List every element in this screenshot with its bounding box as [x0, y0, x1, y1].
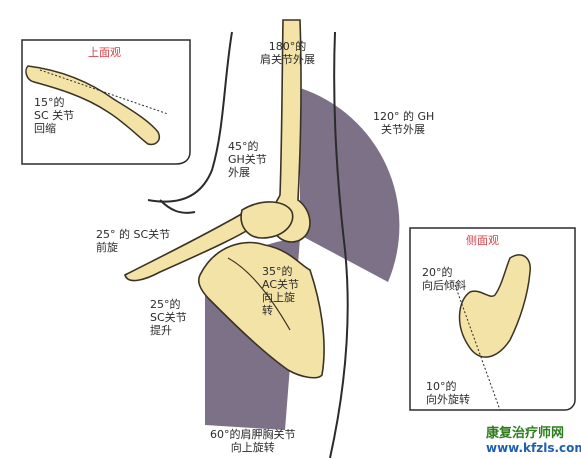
gh-abduction-120-label: 120° 的 GH 关节外展 — [373, 110, 435, 136]
humerus-bone — [271, 19, 311, 243]
neck-contour — [329, 31, 349, 458]
side-view-title: 侧面观 — [466, 234, 499, 247]
watermark: 康复治疗师网 www.kfzls.com — [486, 426, 581, 455]
scapulothoracic-rotation-label: 60°的肩胛胸关节 向上旋转 — [210, 428, 296, 454]
side-view-bone — [458, 254, 531, 358]
shoulder-abduction-180-label: 180°的 肩关节外展 — [260, 40, 315, 66]
scapula-bone — [197, 241, 325, 379]
top-view-reference-line — [39, 69, 169, 115]
sc-retraction-label: 15°的 SC 关节 回缩 — [34, 96, 75, 135]
glenohumeral-arc — [300, 88, 400, 282]
side-view-panel — [409, 227, 576, 411]
top-view-title: 上面观 — [88, 46, 121, 59]
body-contour — [147, 31, 233, 203]
sc-protraction-label: 25° 的 SC关节 前旋 — [96, 228, 171, 254]
ac-upward-rotation-label: 35°的 AC关节 向上旋 转 — [262, 265, 300, 317]
external-rotation-label: 10°的 向外旋转 — [426, 380, 470, 406]
trunk-contour — [159, 199, 196, 214]
acromion-bone — [240, 201, 294, 239]
sc-elevation-label: 25°的 SC关节 提升 — [150, 298, 187, 337]
scapula-spine — [227, 257, 291, 331]
gh-abduction-45-label: 45°的 GH关节 外展 — [228, 140, 267, 179]
posterior-tilt-label: 20°的 向后倾斜 — [422, 266, 466, 292]
top-view-clavicle — [25, 65, 160, 146]
top-view-panel — [21, 39, 191, 165]
